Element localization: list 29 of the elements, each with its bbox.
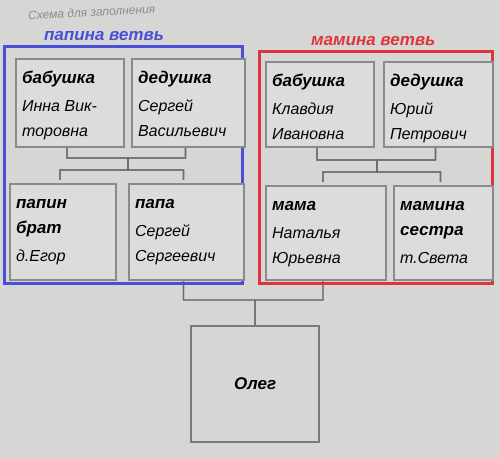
person-name: Сергей Сергеевич — [135, 222, 216, 267]
person-box — [265, 185, 387, 281]
relation-label: папин брат — [16, 192, 68, 239]
person-box — [9, 183, 117, 281]
person-box — [15, 58, 125, 148]
branch-heading: папина ветвь — [44, 26, 164, 43]
person-name: Наталья Юрьевна — [272, 224, 342, 269]
relation-label: бабушка — [272, 70, 346, 92]
person-box — [393, 185, 494, 281]
person-box — [190, 325, 320, 443]
person-box — [128, 183, 245, 281]
relation-label: бабушка — [22, 67, 96, 89]
person-name: Инна Вик- торовна — [22, 97, 98, 142]
form-title: Схема для заполнения — [28, 2, 156, 22]
person-box — [131, 58, 246, 148]
relation-label: папа — [135, 192, 176, 214]
person-name: Клавдия Ивановна — [272, 100, 346, 145]
relation-label: дедушка — [390, 70, 465, 92]
branch-heading: мамина ветвь — [311, 31, 436, 48]
person-box — [265, 61, 375, 148]
relation-label: мама — [272, 194, 318, 216]
relation-label: дедушка — [138, 67, 213, 89]
person-name: д.Егор — [16, 247, 66, 267]
person-name: Олег — [234, 373, 276, 396]
person-name: т.Света — [400, 249, 469, 269]
person-box — [383, 61, 494, 148]
person-name: Юрий Петрович — [390, 100, 468, 145]
person-name: Сергей Васильевич — [138, 97, 228, 142]
relation-label: мамина сестра — [400, 194, 466, 241]
